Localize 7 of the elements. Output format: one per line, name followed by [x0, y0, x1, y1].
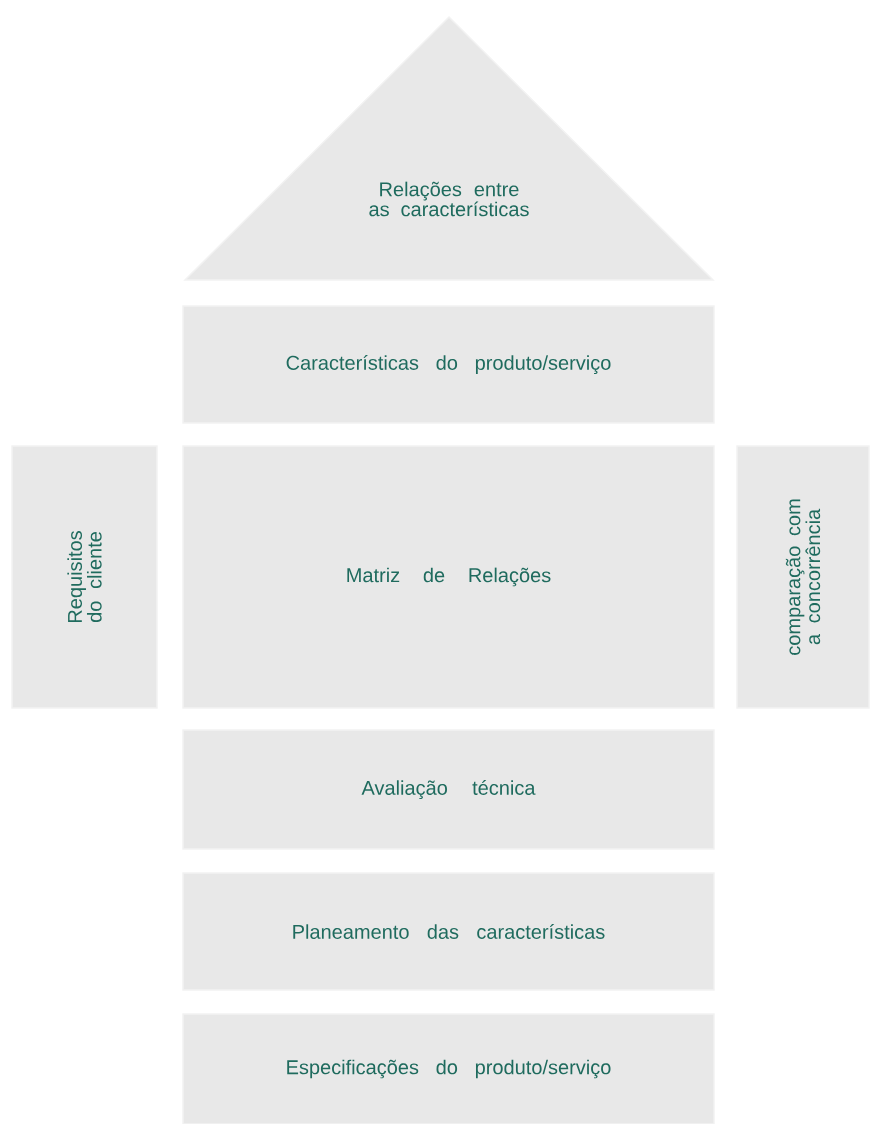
section-box: Avaliação técnica: [182, 729, 715, 850]
section-box: Planeamento das características: [182, 872, 715, 991]
section-box: Características do produto/serviço: [182, 305, 715, 424]
section-box: comparação com a concorrência: [736, 445, 870, 709]
section-box: Especificações do produto/serviço: [182, 1013, 715, 1124]
section-box: Matriz de Relações: [182, 445, 715, 709]
section-box: Requisitos do cliente: [11, 445, 158, 709]
